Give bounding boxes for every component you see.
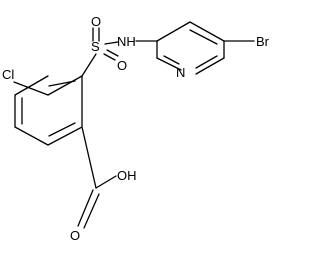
benzene-ring	[14, 75, 83, 146]
sulfur-label: S	[91, 39, 100, 54]
bond-s-n	[104, 41, 119, 45]
sulfonyl-group	[92, 27, 119, 61]
bond	[156, 57, 182, 71]
bromine-label: Br	[256, 34, 270, 49]
double-bond-inner	[195, 55, 218, 69]
sulfonyl-oxygen-top-label: O	[91, 14, 101, 29]
benzene-substituent-bonds	[13, 53, 97, 189]
carboxyl-group	[77, 175, 117, 229]
bond-s-o-right	[103, 53, 116, 61]
double-bond-inner	[48, 80, 76, 87]
bond	[156, 21, 191, 42]
hydroxyl-label: OH	[117, 168, 137, 183]
structure-svg: Cl S O O NH N Br OH O	[2, 14, 270, 243]
bond	[47, 75, 83, 96]
double-bond-inner	[48, 122, 76, 137]
bond	[47, 126, 83, 146]
sulfonyl-oxygen-bottom-label: O	[117, 58, 127, 73]
double-bond-inner	[163, 55, 180, 65]
amine-label: NH	[117, 34, 136, 49]
carbonyl-oxygen-label: O	[70, 228, 80, 243]
chlorine-label: Cl	[2, 67, 14, 82]
bond-c-cooh	[81, 126, 97, 189]
bond-c-o-double	[83, 193, 100, 229]
molecule-diagram: Cl S O O NH N Br OH O	[2, 14, 270, 243]
bond	[14, 75, 49, 96]
pyridine-ring	[135, 21, 255, 75]
bond-c-s	[81, 53, 97, 77]
pyridine-nitrogen-label: N	[176, 65, 185, 80]
bond	[14, 126, 49, 146]
bond-c-oh	[95, 175, 117, 189]
double-bond-inner	[189, 29, 218, 45]
bond	[195, 57, 225, 75]
bond-c-cl	[13, 81, 49, 96]
bond-c-o-double	[77, 189, 94, 227]
bond	[189, 21, 225, 42]
bond-s-o-right	[106, 49, 119, 57]
